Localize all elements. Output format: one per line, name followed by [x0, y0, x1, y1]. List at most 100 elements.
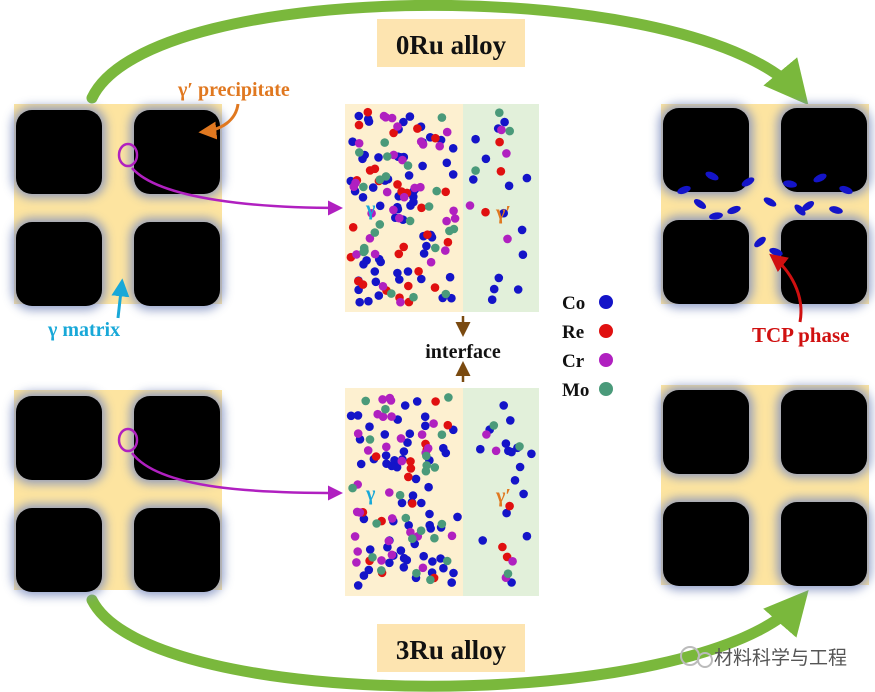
interface-panel-bottom [345, 388, 539, 596]
precipitate [663, 220, 749, 304]
atom-co [419, 249, 429, 258]
atom-cr [387, 412, 396, 421]
precipitate-arrow [198, 103, 240, 140]
atom-mo [355, 148, 364, 157]
atom-co [418, 161, 427, 171]
atom-co [513, 285, 523, 294]
atom-co [365, 422, 374, 432]
atom-re [393, 180, 402, 189]
atom-re [423, 230, 432, 239]
atom-mo [387, 289, 396, 298]
atom-co [439, 443, 448, 453]
atom-cr [418, 140, 428, 149]
atom-co [402, 555, 412, 565]
atom-co [424, 482, 433, 492]
atom-re [443, 420, 453, 430]
atom-cr [385, 488, 394, 497]
atom-cr [393, 122, 402, 131]
atom-mo [416, 526, 426, 535]
atom-cr [442, 127, 452, 137]
legend-label: Co [562, 293, 585, 314]
precipitate-label: γ′ precipitate [177, 79, 290, 101]
atom-re [505, 501, 514, 511]
atom-co [445, 272, 455, 282]
atom-co [409, 197, 418, 207]
atom-co [428, 557, 437, 566]
atom-co [381, 451, 391, 460]
atom-cr [389, 205, 398, 215]
atom-re [348, 223, 358, 232]
atom-re [498, 542, 507, 552]
precipitate [16, 222, 102, 306]
svg-text:0Ru alloy: 0Ru alloy [396, 30, 507, 60]
atom-co [405, 429, 415, 439]
atom-cr [387, 514, 397, 523]
atom-cr [503, 234, 512, 244]
atom-co [448, 144, 458, 153]
gamma-label-bottom: γ [365, 483, 376, 505]
atom-re [404, 472, 413, 482]
tcp-particle [709, 212, 723, 220]
atom-co [481, 154, 491, 164]
atom-co [426, 524, 436, 533]
atom-mo [441, 289, 451, 299]
atom-re [408, 499, 417, 508]
atom-co [392, 462, 402, 472]
precipitate [134, 396, 220, 480]
legend-label: Mo [562, 380, 589, 401]
svg-text:材料科学与工程: 材料科学与工程 [714, 647, 847, 669]
atom-re [389, 128, 398, 138]
atom-cr [387, 550, 397, 560]
zoom-circle-bottom [117, 427, 139, 453]
atom-co [507, 447, 516, 457]
atom-co [453, 512, 462, 522]
atom-cr [395, 213, 404, 223]
atom-co [368, 183, 378, 192]
atom-co [494, 273, 504, 283]
atom-co [411, 474, 421, 484]
atom-re [354, 120, 364, 130]
tcp-particle [741, 177, 755, 187]
atom-cr [441, 246, 450, 255]
atom-co [506, 416, 515, 425]
atom-mo [409, 292, 418, 302]
atom-re [404, 281, 413, 291]
atom-re [431, 133, 440, 143]
atom-cr [353, 429, 363, 438]
atom-mo [359, 182, 368, 192]
atom-mo [381, 172, 391, 181]
atom-cr [353, 547, 363, 556]
atom-co [397, 498, 407, 508]
atom-cr [410, 183, 420, 193]
zoom-circle-top [117, 142, 139, 168]
tcp-arrow [769, 253, 803, 323]
atom-mo [430, 463, 440, 472]
atom-co [359, 514, 369, 524]
legend-label: Cr [562, 351, 585, 372]
atom-co [412, 397, 422, 406]
precipitate [16, 508, 102, 592]
atom-co [404, 171, 414, 180]
atom-cr [377, 556, 386, 565]
atom-mo [424, 202, 434, 211]
tcp-particle [763, 197, 777, 207]
atom-co [385, 558, 394, 568]
tcp-particle [677, 185, 691, 195]
atom-re [481, 207, 490, 217]
precipitate [663, 502, 749, 586]
atom-mo [422, 451, 431, 461]
atom-mo [421, 466, 431, 476]
atom-co [363, 114, 373, 124]
atom-mo [401, 513, 411, 523]
atom-co [399, 117, 408, 127]
atom-cr [355, 508, 365, 517]
atom-co [504, 181, 514, 191]
atom-mo [380, 138, 390, 147]
tcp-particle [754, 236, 766, 248]
atom-re [417, 203, 426, 213]
atom-co [396, 546, 406, 555]
gamma-prime-label-top: γ′ [495, 202, 511, 224]
atom-co [375, 201, 385, 211]
atom-cr [442, 216, 451, 226]
